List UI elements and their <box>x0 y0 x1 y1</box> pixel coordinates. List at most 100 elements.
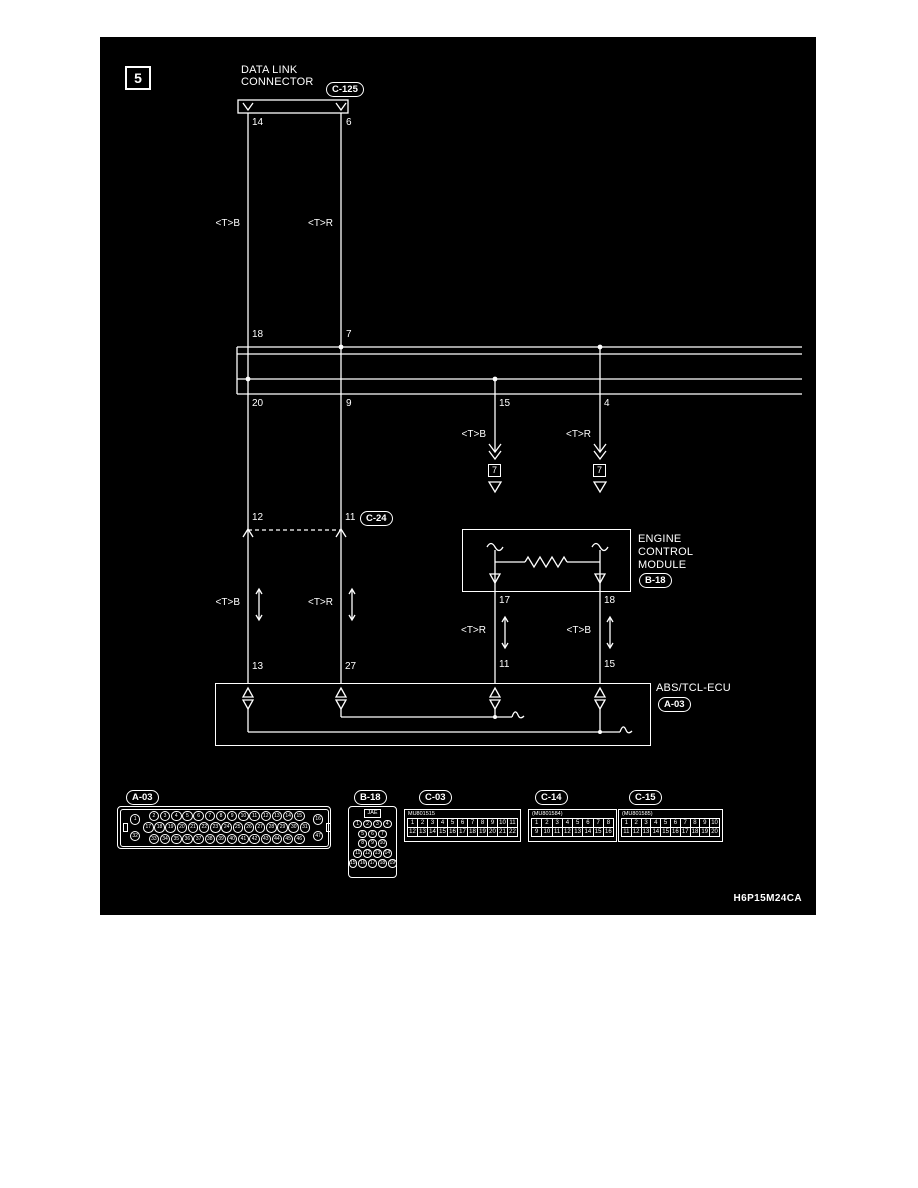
wire-label-tr: <T>R <box>307 218 333 229</box>
figure-code: H6P15M24CA <box>733 893 802 904</box>
connector-pin: 40 <box>226 833 238 845</box>
pin-number-4: 4 <box>604 398 610 409</box>
connector-view-label-c14: C-14 <box>535 790 568 805</box>
pin-number-12: 12 <box>252 512 264 523</box>
connector-pin: 12 <box>260 810 271 822</box>
connector-pin: 7 <box>204 810 216 822</box>
abs-box <box>215 683 651 746</box>
connector-pin: 4 <box>171 810 182 822</box>
connector-view-label-c03: C-03 <box>419 790 452 805</box>
section-number: 5 <box>125 66 151 90</box>
mounting-hole-icon <box>122 823 128 832</box>
connector-pin: 46 <box>294 833 305 845</box>
connector-pin: 8 <box>358 839 367 848</box>
connector-pin: 41 <box>238 833 249 845</box>
connector-pin: 36 <box>182 833 193 845</box>
connector-pin: 15 <box>348 859 357 868</box>
connector-pin: 13 <box>373 849 382 858</box>
connector-pin: 16 <box>602 827 614 837</box>
abs-name: ABS/TCL-ECU <box>656 682 731 694</box>
pin-number-17: 17 <box>499 595 511 606</box>
connector-label-c125: C-125 <box>326 82 364 97</box>
page-ref-7: 7 <box>593 464 606 477</box>
connector-part-number: MU801515 <box>408 811 435 817</box>
ecm-box <box>462 529 631 592</box>
connector-pin: 18 <box>154 822 165 833</box>
connector-pin: 23 <box>210 822 221 833</box>
pin-number-9: 9 <box>346 398 352 409</box>
connector-pin: 24 <box>221 822 232 833</box>
connector-pin: 28 <box>266 822 277 833</box>
connector-pin: 37 <box>193 833 204 845</box>
connector-pin: 47 <box>312 830 324 841</box>
connector-pin: 16 <box>358 859 367 868</box>
dlc-title-line1: DATA LINK <box>241 64 298 76</box>
connector-part-number: (MU801584) <box>532 811 563 817</box>
connector-pin: 19 <box>165 822 176 833</box>
connector-pin: 39 <box>215 833 227 845</box>
connector-pin: 43 <box>260 833 271 845</box>
connector-pin: 8 <box>215 810 227 822</box>
connector-view-label-b18: B-18 <box>354 790 387 805</box>
connector-part-number: (MU801585) <box>622 811 653 817</box>
connector-pin: 4 <box>383 819 392 829</box>
connector-view-label-a03: A-03 <box>126 790 159 805</box>
pin-number-14: 14 <box>252 117 264 128</box>
connector-pin: 5 <box>358 829 367 839</box>
connector-pin: 2 <box>363 819 372 829</box>
connector-pin: 7 <box>378 829 387 839</box>
pin-number-6: 6 <box>346 117 352 128</box>
connector-pin: 35 <box>171 833 182 845</box>
wire-label-tr-ecm: <T>R <box>460 625 486 636</box>
connector-pin: 11 <box>353 849 362 858</box>
connector-pin: 3 <box>159 810 171 822</box>
connector-label-c24: C-24 <box>360 511 393 526</box>
connector-pin: 31 <box>299 822 311 833</box>
ecm-name-line1: ENGINE <box>638 533 682 545</box>
connector-pin: 3 <box>373 819 382 829</box>
connector-pin: 17 <box>143 822 154 833</box>
connector-pin: 42 <box>249 833 260 845</box>
connector-pin: 29 <box>277 822 288 833</box>
page-ref-7: 7 <box>488 464 501 477</box>
connector-pin: 19 <box>388 859 397 868</box>
connector-pin: 38 <box>204 833 216 845</box>
connector-pin: 11 <box>249 810 260 822</box>
wire-label-tb-branch: <T>B <box>461 429 486 440</box>
wire-label-tr-lower: <T>R <box>307 597 333 608</box>
connector-pin: 10 <box>238 810 249 822</box>
connector-pin: 6 <box>368 829 377 839</box>
wire-label-tb-lower: <T>B <box>215 597 240 608</box>
connector-pin: 16 <box>312 814 324 825</box>
connector-label-a03: A-03 <box>658 697 691 712</box>
wire-label-tr-branch: <T>R <box>565 429 591 440</box>
ecm-name-line3: MODULE <box>638 559 687 571</box>
connector-pin: 1 <box>129 814 141 825</box>
connector-pin: 2 <box>148 810 160 822</box>
connector-pin: 13 <box>271 810 283 822</box>
ecm-name-line2: CONTROL <box>638 546 694 558</box>
connector-pin: 26 <box>243 822 255 833</box>
connector-maker-label: JAE <box>364 809 381 818</box>
connector-pin: 14 <box>282 810 294 822</box>
connector-pin: 17 <box>368 859 377 868</box>
pin-number-11: 11 <box>345 512 356 523</box>
